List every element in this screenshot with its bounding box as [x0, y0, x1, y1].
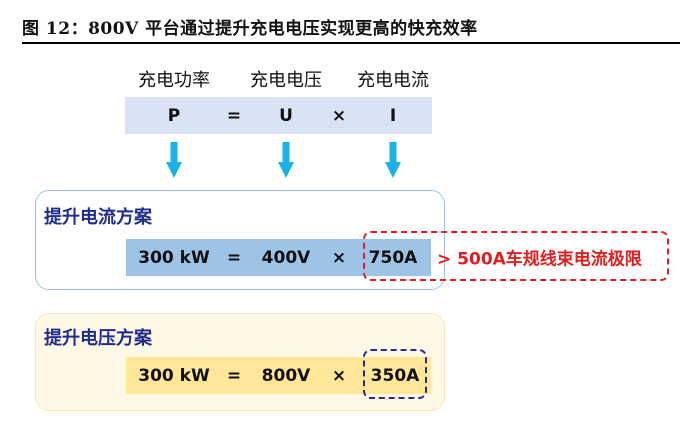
- scheme-voltage-power: 300 kW: [138, 366, 210, 386]
- down-arrow-icon: [278, 142, 294, 178]
- down-arrow-icon: [385, 142, 401, 178]
- current-limit-note: > 500A车规线束电流极限: [437, 249, 642, 270]
- scheme-voltage-equals: =: [226, 366, 242, 386]
- formula-bar: [125, 97, 432, 134]
- scheme-current-title: 提升电流方案: [44, 207, 152, 228]
- scheme-voltage-bar: [126, 357, 431, 394]
- symbol-p: P: [167, 106, 181, 126]
- scheme-voltage-title: 提升电压方案: [44, 328, 152, 349]
- header-power: 充电功率: [138, 70, 210, 91]
- symbol-times: ×: [331, 106, 347, 126]
- current-highlight: [363, 349, 427, 399]
- down-arrow-icon: [166, 142, 182, 178]
- figure-title: 图 12：800V 平台通过提升充电电压实现更高的快充效率: [22, 19, 478, 39]
- symbol-i: I: [389, 106, 397, 126]
- scheme-current-current: 750A: [368, 248, 418, 268]
- scheme-current-equals: =: [226, 248, 242, 268]
- scheme-voltage-voltage: 800V: [261, 366, 311, 386]
- limit-highlight: [363, 231, 669, 281]
- header-current: 充电电流: [357, 70, 429, 91]
- symbol-u: U: [279, 106, 293, 126]
- title-rule: [22, 42, 680, 44]
- header-voltage: 充电电压: [250, 70, 322, 91]
- scheme-current-times: ×: [331, 248, 347, 268]
- scheme-voltage-current: 350A: [370, 366, 420, 386]
- symbol-equals: =: [226, 106, 242, 126]
- scheme-current-power: 300 kW: [138, 248, 210, 268]
- scheme-current-bar: [126, 239, 431, 276]
- scheme-voltage-times: ×: [331, 366, 347, 386]
- scheme-current-voltage: 400V: [261, 248, 311, 268]
